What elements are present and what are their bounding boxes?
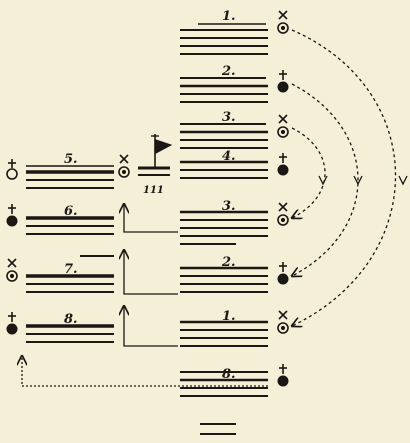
left-level-label: 7. bbox=[64, 262, 78, 277]
left-column: 5. 6. bbox=[6, 152, 130, 343]
male-dot-icon bbox=[277, 262, 289, 285]
right-level-1: 1. bbox=[180, 9, 289, 55]
curved-arrows bbox=[292, 29, 397, 326]
right-level-label: 2. bbox=[221, 255, 236, 270]
right-column: 1. 2. 3. bbox=[180, 9, 289, 435]
tally-mark: 111 bbox=[143, 185, 164, 196]
male-dot-icon bbox=[6, 204, 18, 227]
connector-arrow bbox=[124, 250, 178, 295]
left-to-right-connectors bbox=[22, 204, 268, 387]
chevron-down-icon bbox=[318, 175, 328, 186]
dotted-connector-arrow bbox=[22, 356, 268, 387]
right-level-3: 3. bbox=[180, 110, 289, 149]
connector-arrow bbox=[124, 306, 178, 347]
female-cross-icon bbox=[277, 10, 289, 34]
left-level-7: 7. bbox=[6, 258, 114, 293]
curved-arrow-middle bbox=[292, 83, 359, 276]
right-level-label: 8. bbox=[222, 367, 236, 382]
bottom-lines bbox=[200, 423, 236, 435]
right-level-label: 2. bbox=[221, 64, 236, 79]
flag-marker bbox=[138, 134, 173, 176]
left-level-5: 5. bbox=[6, 152, 130, 189]
right-level-8: 8. bbox=[180, 364, 289, 397]
right-level-4: 4. bbox=[180, 149, 289, 179]
right-level-label: 1. bbox=[222, 309, 236, 324]
right-level-1-lower: 1. bbox=[180, 309, 289, 347]
left-level-8: 8. bbox=[6, 312, 114, 343]
left-level-label: 6. bbox=[64, 204, 78, 219]
right-level-3-lower: 3. bbox=[180, 199, 289, 245]
male-open-icon bbox=[6, 159, 18, 180]
right-level-label: 4. bbox=[222, 149, 236, 164]
male-dot-icon bbox=[277, 153, 289, 176]
right-level-2-lower: 2. bbox=[180, 255, 289, 293]
chevron-down-icon bbox=[353, 175, 363, 186]
female-cross-icon bbox=[6, 258, 18, 282]
left-level-label: 8. bbox=[64, 312, 78, 327]
female-cross-icon bbox=[277, 114, 289, 138]
female-cross-icon bbox=[118, 154, 130, 178]
left-level-6: 6. bbox=[6, 204, 114, 235]
right-level-2: 2. bbox=[180, 64, 289, 103]
flag bbox=[155, 139, 173, 154]
chevron-down-icon bbox=[398, 175, 408, 186]
right-level-label: 3. bbox=[222, 199, 236, 214]
left-level-label: 5. bbox=[64, 152, 78, 167]
female-cross-icon bbox=[277, 310, 289, 334]
curve-chevrons bbox=[318, 175, 408, 186]
female-cross-icon bbox=[277, 202, 289, 226]
male-dot-icon bbox=[277, 70, 289, 93]
connector-arrow bbox=[124, 204, 178, 233]
right-level-label: 1. bbox=[222, 9, 236, 24]
male-dot-icon bbox=[6, 312, 18, 335]
male-dot-icon bbox=[277, 364, 289, 387]
right-level-label: 3. bbox=[222, 110, 236, 125]
